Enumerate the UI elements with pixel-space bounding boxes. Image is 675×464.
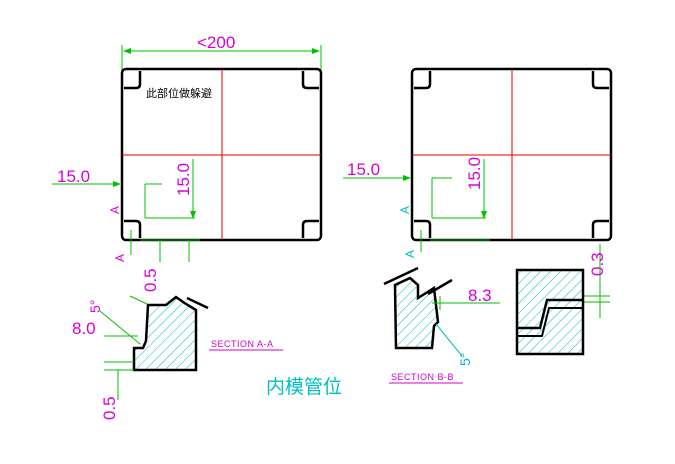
left-section-mark-a2: A [113,254,127,262]
section-b-top-line-1 [383,266,419,286]
left-inner-vertical-dimension: 15.0 [144,159,196,219]
left-bottom-dimension: 0.5 [140,239,200,292]
section-a-leader [99,310,141,345]
right-corner-br [591,219,609,238]
left-offset-dimension: 15.0 [52,167,121,187]
section-b-detail: 8.3 5° SECTION B-B [383,266,500,384]
section-b-width-text: 8.3 [468,286,492,305]
section-a-profile [132,295,198,372]
right-section-mark-b: A [398,206,412,214]
right-corner-dim-text: 0.3 [588,252,607,276]
section-b-leader [435,323,463,357]
left-corner-br [301,219,319,238]
left-plan-view: <200 此部位做躲避 15.0 15.0 A A [52,33,323,292]
section-a-angle-text: 5° [87,300,103,313]
section-a-top-line [186,296,209,310]
section-a-depth-text: 0.5 [100,396,119,420]
right-inner-vertical-dimension: 15.0 [431,157,487,219]
right-corner-dimension: 0.3 [583,244,610,318]
right-inner-vertical-text: 15.0 [465,157,484,190]
left-corner-bl [124,219,142,238]
section-b-profile [393,276,440,350]
left-note-text: 此部位做躲避 [146,86,212,100]
corner-detail-box [515,268,585,356]
drawing-title: 内模管位 [266,376,342,398]
section-b-label: SECTION B-B [391,372,454,382]
section-b-angle-text: 5° [457,353,473,366]
section-a-leader-2 [129,295,148,305]
left-corner-tl [124,71,142,90]
left-offset-text: 15.0 [57,167,90,186]
section-a-width-text: 8.0 [72,319,96,338]
right-corner-tl [414,71,432,90]
right-section-mark-b2: A [403,250,417,258]
section-a-label: SECTION A-A [211,339,274,349]
left-bottom-dim-text: 0.5 [141,268,160,292]
corner-detail [515,268,585,356]
right-corner-bl [414,219,432,238]
right-corner-tr [591,71,609,90]
right-plan-view: 15.0 15.0 A A 0.3 [343,67,613,318]
section-a-detail: 5° 8.0 0.5 SECTION A-A [72,295,283,420]
top-dimension-text: <200 [197,33,235,52]
left-corner-tr [301,71,319,90]
corner-detail-slot-2 [517,307,583,337]
left-inner-vertical-text: 15.0 [174,163,193,196]
top-width-dimension: <200 [121,33,322,70]
right-offset-dimension: 15.0 [343,160,411,181]
corner-detail-slot [517,298,583,330]
right-offset-text: 15.0 [347,160,380,179]
left-section-mark-a: A [108,206,122,214]
section-b-top-line-2 [427,278,453,296]
